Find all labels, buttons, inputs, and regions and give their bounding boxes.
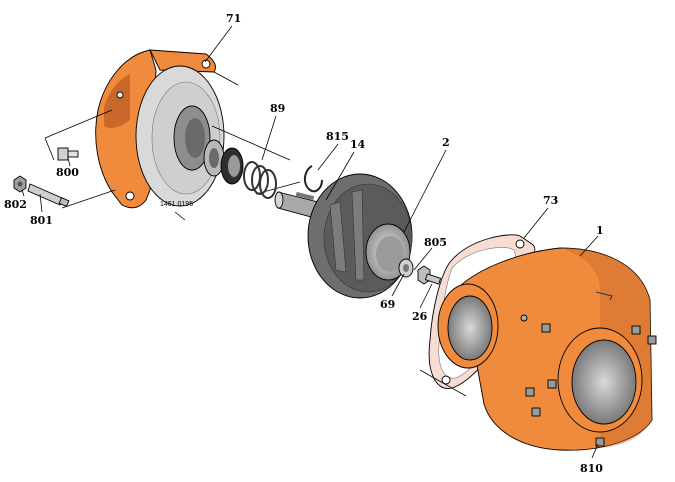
bolt-800-icon [57, 147, 79, 161]
label-815: 815 [326, 130, 349, 143]
label-69: 69 [380, 298, 395, 311]
leader-lines [21, 25, 599, 459]
screw-26-icon [424, 273, 442, 285]
mechanical-seal [203, 125, 301, 199]
casing-bolt-icon [595, 437, 605, 447]
casing-bolt-icon [547, 379, 557, 389]
pump-casing [437, 247, 657, 451]
drawing-reference: 1461 0195 [160, 201, 193, 208]
label-801: 801 [30, 214, 53, 227]
label-73: 73 [543, 194, 558, 207]
label-810: 810 [580, 462, 603, 475]
nut-802-icon [13, 175, 27, 193]
label-71: 71 [226, 12, 241, 25]
bolt-set [13, 109, 116, 209]
label-14: 14 [350, 138, 366, 151]
label-89: 89 [270, 102, 285, 115]
part-labels: 71 89 815 14 2 800 802 801 73 1 805 69 2… [4, 12, 604, 475]
label-26: 26 [412, 310, 428, 323]
label-805: 805 [424, 236, 447, 249]
label-802: 802 [4, 198, 27, 211]
bolt-hole-icon [125, 191, 135, 201]
casing-bolt-icon [525, 387, 535, 397]
stud-801-icon [27, 183, 70, 207]
label-800: 800 [56, 166, 79, 179]
impeller [307, 173, 413, 299]
casing-bolt-icon [631, 325, 641, 335]
casing-bolt-icon [541, 323, 551, 333]
casing-bolt-icon [647, 335, 657, 345]
circlip-icon [304, 165, 323, 193]
label-2: 2 [442, 136, 450, 149]
spring-icon [243, 161, 261, 191]
casing-bolt-icon [531, 407, 541, 417]
label-1: 1 [596, 224, 604, 237]
bracket-flange: 1461 0195 [95, 49, 239, 221]
impeller-fasteners [398, 258, 442, 285]
